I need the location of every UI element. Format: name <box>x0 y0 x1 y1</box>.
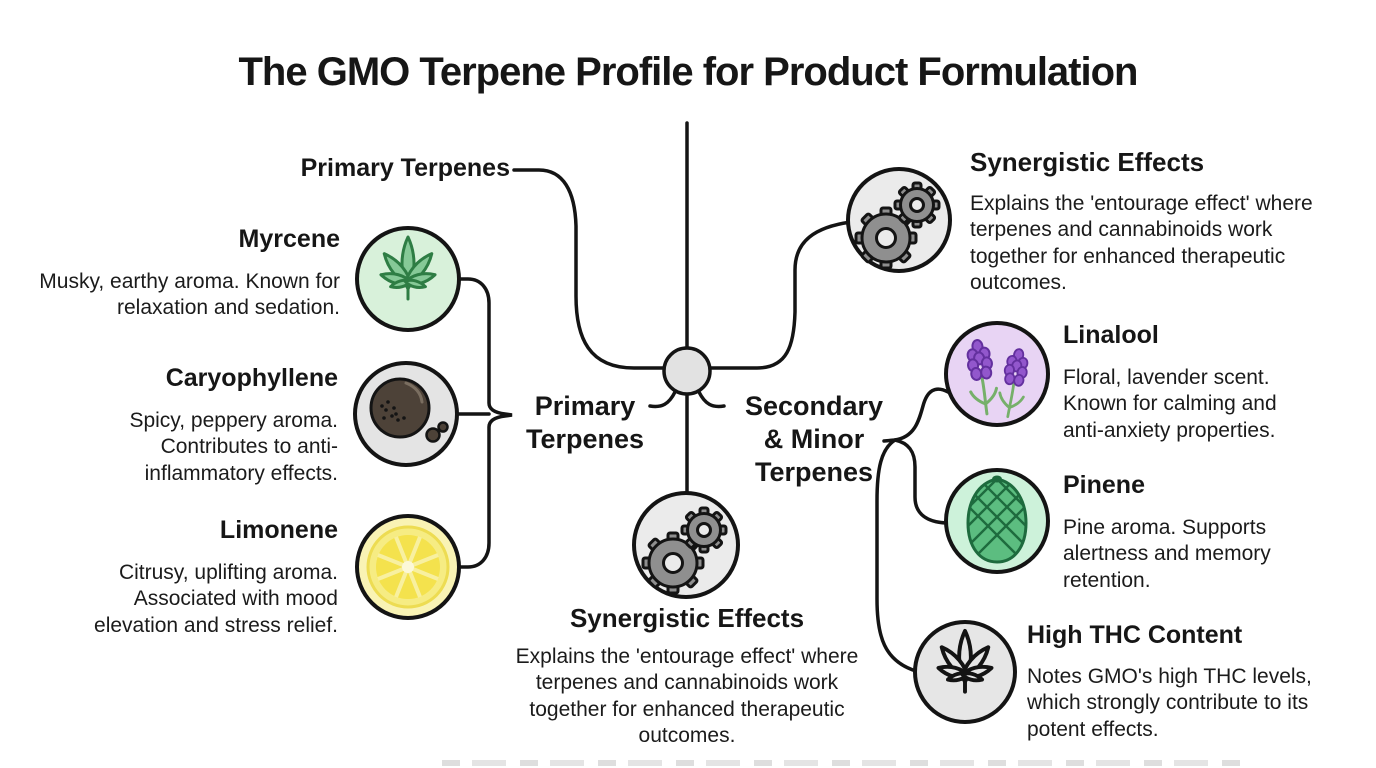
connector-lines <box>455 121 950 673</box>
pinecone-icon <box>966 475 1028 564</box>
primary-terpenes-branch-label: Primary Terpenes <box>525 391 645 454</box>
synergy-bottom-title: Synergistic Effects <box>569 603 805 633</box>
left-brace <box>457 277 513 569</box>
synergy-bottom-description: Explains the 'entourage effect' where te… <box>515 645 859 747</box>
hub-to-synergy-top-connector <box>708 220 853 370</box>
limonene-title: Limonene <box>219 516 338 544</box>
primary-terpenes-top-label: Primary Terpenes <box>300 154 510 182</box>
myrcene-title: Myrcene <box>238 225 340 253</box>
myrcene-description: Musky, earthy aroma. Known for relaxatio… <box>39 270 340 320</box>
lemon-slice-icon <box>366 525 450 609</box>
pinene-description: Pine aroma. Supports alertness and memor… <box>1063 516 1271 592</box>
primary-top-connector <box>512 168 667 370</box>
synergy-top-title: Synergistic Effects <box>970 147 1205 177</box>
cropped-text-row <box>442 760 1252 766</box>
hub-primary-squiggle <box>648 390 677 409</box>
hub-secondary-squiggle <box>697 390 726 409</box>
pinene-connector <box>893 438 948 525</box>
caryophyllene-title: Caryophyllene <box>165 364 338 392</box>
thc-description: Notes GMO's high THC levels, which stron… <box>1027 665 1312 741</box>
thc-title: High THC Content <box>1027 621 1243 649</box>
hub-node <box>662 346 712 396</box>
synergy-top-description: Explains the 'entourage effect' where te… <box>970 192 1313 294</box>
linalool-title: Linalool <box>1063 321 1159 349</box>
linalool-description: Floral, lavender scent. Known for calmin… <box>1063 366 1277 442</box>
linalool-connector <box>882 387 950 443</box>
peppercorn-icon <box>369 377 449 443</box>
caryophyllene-description: Spicy, peppery aroma. Contributes to ant… <box>129 409 338 485</box>
thc-connector <box>875 438 918 673</box>
limonene-description: Citrusy, uplifting aroma. Associated wit… <box>94 561 338 637</box>
page-title: The GMO Terpene Profile for Product Form… <box>238 50 1139 94</box>
pinene-title: Pinene <box>1063 471 1145 499</box>
secondary-minor-terpenes-branch-label: Secondary & Minor Terpenes <box>744 391 884 487</box>
linalool-circle <box>944 321 1050 427</box>
